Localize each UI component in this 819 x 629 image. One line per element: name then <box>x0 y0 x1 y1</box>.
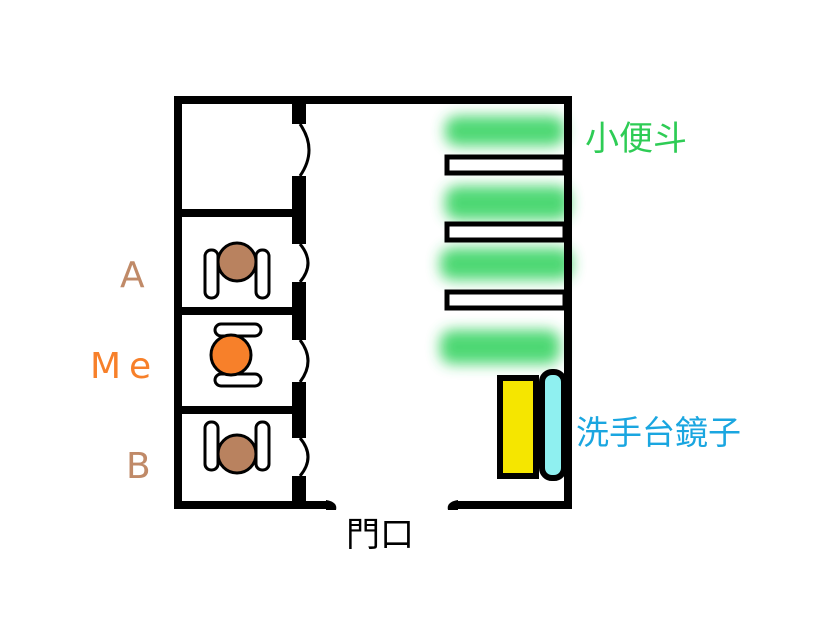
urinal-glow-2 <box>445 186 570 220</box>
urinal-divider-3 <box>444 289 568 311</box>
urinal-glow-1 <box>445 116 565 146</box>
urinal-divider-1 <box>444 154 568 176</box>
urinal-glows <box>440 116 572 364</box>
sink <box>497 375 539 479</box>
door-opening <box>326 500 458 510</box>
person-a <box>203 241 271 300</box>
walls <box>174 96 572 509</box>
stall-doors <box>292 124 307 476</box>
sink-mirror-label: 洗手台鏡子 <box>576 413 741 452</box>
stall-door-curves <box>298 123 311 477</box>
person-me <box>209 322 263 388</box>
mirror <box>539 369 567 481</box>
urinal-divider-2 <box>444 221 568 243</box>
person-b-label: B <box>126 446 151 487</box>
urinal-glow-3 <box>440 248 572 280</box>
urinal-label: 小便斗 <box>585 119 687 159</box>
stall-front-wall <box>292 96 306 509</box>
person-me-label: Me <box>90 346 159 387</box>
person-a-label: A <box>120 255 145 296</box>
door-label: 門口 <box>346 515 414 555</box>
urinal-glow-4 <box>440 330 560 364</box>
person-b <box>203 420 271 475</box>
urinal-dividers <box>444 154 568 311</box>
